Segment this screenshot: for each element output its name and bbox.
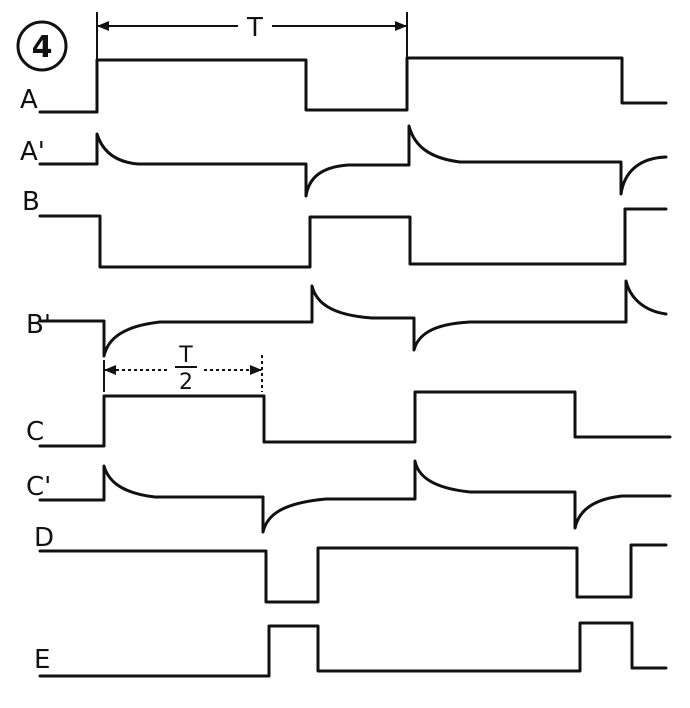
period-arrow-left	[97, 21, 109, 31]
waveform-a	[38, 56, 668, 114]
waveform-b	[38, 207, 668, 269]
period-label: T	[246, 13, 263, 43]
figure-circle	[16, 20, 68, 72]
half-period-dimension: T 2	[103, 343, 263, 395]
half-period-arrow-left	[104, 365, 116, 375]
signal-label-c-prime: C'	[26, 472, 51, 502]
figure-number-badge: 4	[16, 20, 68, 72]
signal-label-a-prime: A'	[20, 137, 45, 167]
half-period-denominator: 2	[179, 370, 193, 395]
signal-label-b: B	[22, 187, 40, 217]
waveform-c	[38, 390, 672, 448]
waveform-b-prime	[38, 279, 668, 358]
period-dimension: T	[96, 12, 408, 62]
half-period-numerator: T	[178, 343, 193, 368]
signal-label-e: E	[34, 645, 50, 675]
signal-label-b-prime: B'	[26, 310, 51, 340]
signal-label-a: A	[20, 85, 38, 115]
half-period-arrow-right	[250, 365, 262, 375]
signal-label-c: C	[26, 417, 44, 447]
waveform-d	[38, 543, 668, 604]
figure-number: 4	[32, 30, 53, 65]
waveform-c-prime	[38, 459, 672, 534]
waveform-a-prime	[38, 124, 668, 198]
period-arrow-right	[395, 21, 407, 31]
signal-label-d: D	[34, 523, 54, 553]
waveform-e	[38, 621, 668, 678]
